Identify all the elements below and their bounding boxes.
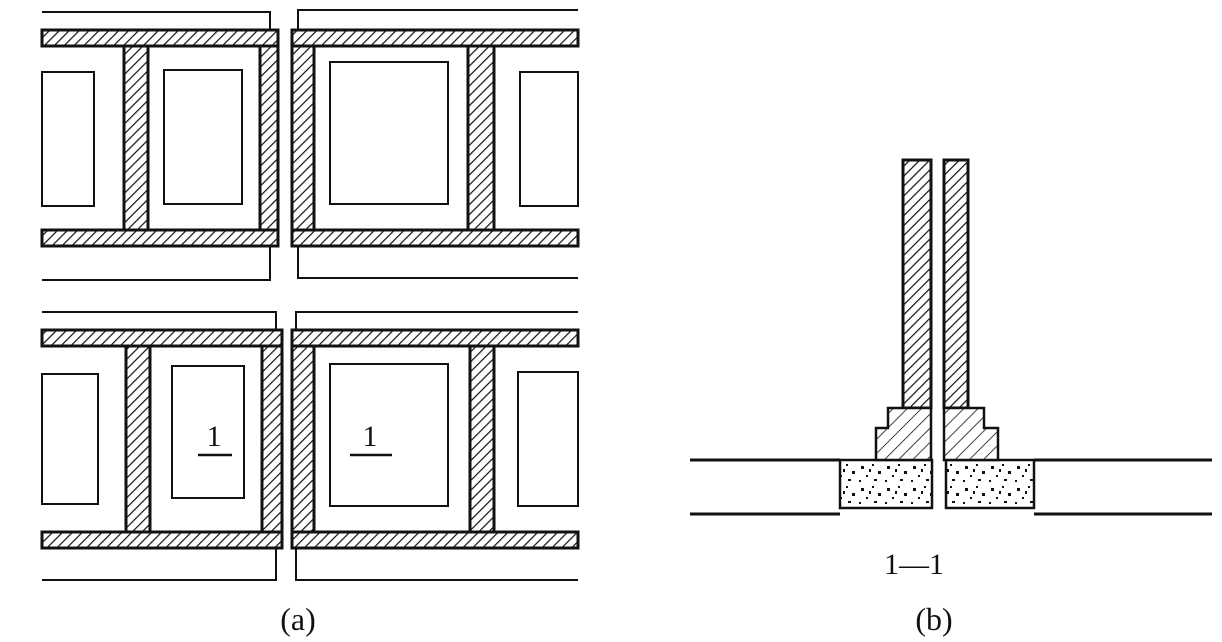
section-marker-right: 1 (350, 420, 392, 457)
beam-grid-top-left (40, 28, 280, 248)
panel-a-caption: (a) (280, 601, 316, 637)
section-marker-label-left: 1 (207, 420, 222, 453)
panel-b-section: 1—1 (b) (690, 158, 1212, 637)
section-label: 1—1 (884, 548, 944, 581)
panel-a-plan: 1 1 (a) (40, 9, 580, 637)
wall-left (874, 158, 933, 462)
beam-grid-top-right (290, 28, 580, 248)
beam-grid-bottom-right (290, 328, 580, 550)
wall-right (942, 158, 1000, 462)
concrete-cushion-left (838, 458, 934, 510)
beam-grid-bottom-left (40, 328, 284, 550)
concrete-cushion-right (944, 458, 1036, 510)
section-marker-left: 1 (198, 420, 232, 457)
panel-b-caption: (b) (915, 601, 952, 637)
section-marker-label-right: 1 (363, 420, 378, 453)
ground-slab (690, 458, 1212, 516)
